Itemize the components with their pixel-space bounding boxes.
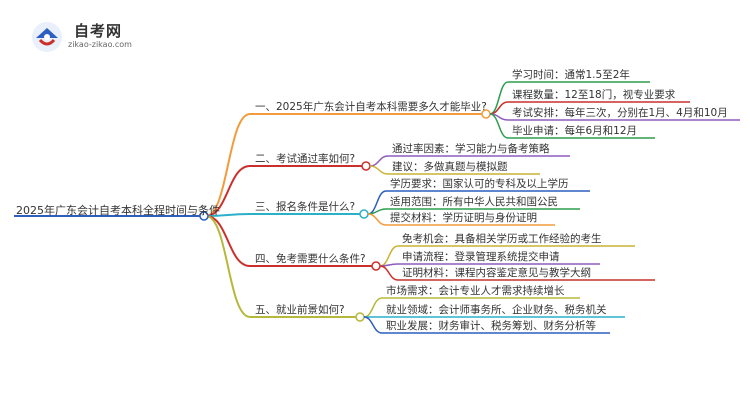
branch-title: 一、2025年广东会计自考本科需要多久才能毕业? (255, 101, 487, 113)
leaf-connector (489, 113, 509, 139)
leaf-label: 适用范围：所有中华人民共和国公民 (390, 196, 558, 208)
leaf-connector (369, 155, 389, 167)
branch-connector (205, 215, 251, 267)
leaf-label: 建议：多做真题与模拟题 (392, 161, 508, 173)
leaf-label: 课程数量：12至18门，视专业要求 (512, 89, 676, 101)
leaf-connector (363, 316, 383, 334)
logo-url: zikao-zikao.com (68, 40, 132, 49)
leaf-connector (379, 245, 399, 267)
leaf-label: 学习时间：通常1.5至2年 (512, 69, 630, 81)
logo-icon (32, 22, 62, 52)
branch-connector (205, 113, 251, 217)
leaf-connector (369, 165, 389, 175)
branch-node (359, 209, 369, 219)
leaf-label: 申请流程：登录管理系统提交申请 (402, 251, 560, 263)
leaf-connector (363, 297, 383, 318)
leaf-label: 职业发展：财务审计、税务筹划、财务分析等 (386, 320, 596, 332)
leaf-label: 通过率因素：学习能力与备考策略 (392, 143, 550, 155)
leaf-label: 考试安排：每年三次，分别在1月、4月和10月 (512, 107, 728, 119)
branch-title: 五、就业前景如何? (255, 304, 345, 316)
leaf-label: 就业领域：会计师事务所、企业财务、税务机关 (386, 304, 607, 316)
branch-connector (205, 215, 251, 318)
leaf-connector (367, 208, 387, 215)
branch-title: 二、考试通过率如何? (255, 153, 356, 165)
root-node (199, 211, 209, 221)
logo-title: 自考网 (74, 22, 123, 40)
leaf-label: 学历要求：国家认可的专科及以上学历 (390, 178, 569, 190)
leaf-connector (367, 213, 387, 226)
leaf-connector (367, 190, 387, 215)
leaf-connector (379, 265, 399, 281)
branch-node (371, 261, 381, 271)
branch-title: 四、免考需要什么条件? (255, 253, 366, 265)
leaf-label: 提交材料：学历证明与身份证明 (390, 212, 537, 224)
branch-node (355, 312, 365, 322)
branch-node (361, 161, 371, 171)
leaf-label: 市场需求：会计专业人才需求持续增长 (386, 285, 565, 297)
branch-title: 三、报名条件是什么? (255, 201, 356, 213)
branch-connector (205, 165, 251, 217)
leaf-label: 免考机会：具备相关学历或工作经验的考生 (402, 233, 602, 245)
logo: 自考网 zikao-zikao.com (30, 20, 150, 54)
root-topic: 2025年广东会计自考本科全程时间与条件 (16, 204, 220, 217)
leaf-label: 证明材料：课程内容鉴定意见与教学大纲 (402, 267, 591, 279)
leaf-label: 毕业申请：每年6月和12月 (512, 125, 638, 137)
